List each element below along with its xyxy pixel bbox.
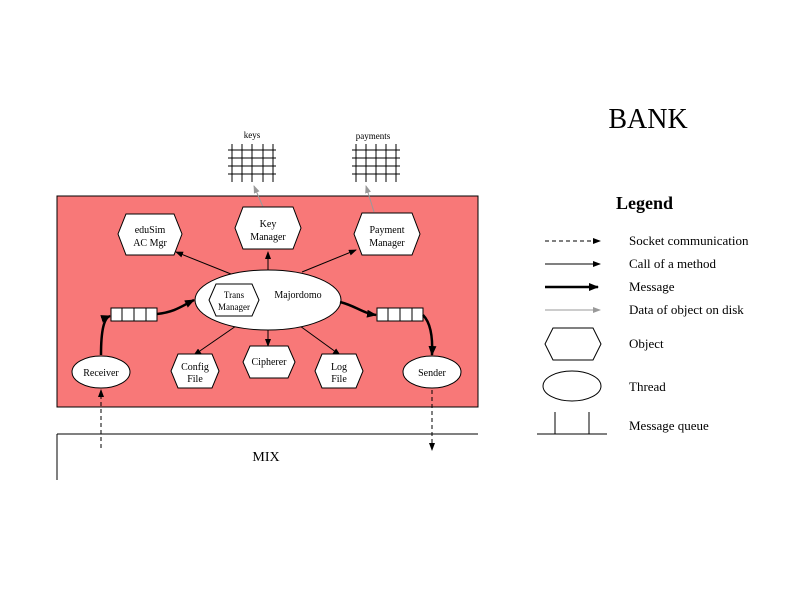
config-file-label-2: File — [187, 374, 203, 385]
mix-label: MIX — [252, 450, 279, 465]
key-manager-label-2: Manager — [250, 232, 286, 243]
legend-data-label: Data of object on disk — [629, 302, 744, 317]
receiver-thread: Receiver — [71, 355, 131, 389]
payment-manager-object: Payment Manager — [353, 212, 421, 256]
queue-to-sender-arrow — [422, 314, 437, 356]
cipherer-object: Cipherer — [242, 345, 296, 379]
incoming-message-queue — [110, 307, 158, 322]
legend-object-label: Object — [629, 336, 664, 351]
legend-object-shape — [544, 327, 602, 361]
call-log-arrow — [299, 325, 341, 356]
trans-manager-label-2: Manager — [218, 302, 250, 312]
acl-manager-label-1: eduSim — [135, 225, 166, 236]
receiver-to-queue-arrow — [99, 314, 111, 356]
majordomo-to-queue-arrow — [339, 300, 377, 318]
acl-manager-object: eduSim AC Mgr — [117, 213, 183, 256]
call-config-arrow — [193, 325, 237, 356]
call-acl-arrow — [175, 251, 237, 277]
trans-manager-object: Trans Manager — [208, 283, 260, 317]
legend-socket-label: Socket communication — [629, 233, 749, 248]
outgoing-message-queue — [376, 307, 424, 322]
legend-queue-label: Message queue — [629, 418, 709, 433]
log-file-label-1: Log — [331, 362, 347, 373]
legend-thread-label: Thread — [629, 379, 666, 394]
legend: Legend Socket communication Call of a me… — [537, 193, 749, 435]
legend-thread-shape — [542, 370, 602, 402]
payment-disk-arrow — [365, 185, 375, 213]
keys-label: keys — [244, 130, 261, 140]
payments-table: payments — [352, 131, 400, 182]
log-file-object: Log File — [314, 353, 364, 389]
keys-table: keys — [228, 130, 276, 182]
cipherer-label: Cipherer — [252, 357, 288, 368]
legend-title: Legend — [616, 193, 673, 213]
trans-manager-label-1: Trans — [224, 290, 245, 300]
queue-to-majordomo-arrow — [156, 298, 195, 316]
receiver-label: Receiver — [83, 368, 119, 379]
payment-manager-label-1: Payment — [370, 225, 405, 236]
sender-label: Sender — [418, 368, 446, 379]
config-file-label-1: Config — [181, 362, 209, 373]
config-file-object: Config File — [170, 353, 220, 389]
legend-call-label: Call of a method — [629, 256, 717, 271]
call-payment-arrow — [301, 249, 357, 273]
log-file-label-2: File — [331, 374, 347, 385]
key-disk-arrow — [253, 185, 264, 208]
payments-label: payments — [356, 131, 391, 141]
mix-bar: MIX — [56, 433, 478, 480]
legend-queue-shape — [537, 412, 607, 435]
acl-manager-label-2: AC Mgr — [133, 238, 167, 249]
key-manager-label-1: Key — [260, 219, 277, 230]
majordomo-label: Majordomo — [274, 290, 321, 301]
payment-manager-label-2: Manager — [369, 238, 405, 249]
sender-thread: Sender — [402, 355, 462, 389]
diagram-title: BANK — [608, 104, 687, 135]
key-manager-object: Key Manager — [234, 206, 302, 250]
legend-message-label: Message — [629, 279, 675, 294]
